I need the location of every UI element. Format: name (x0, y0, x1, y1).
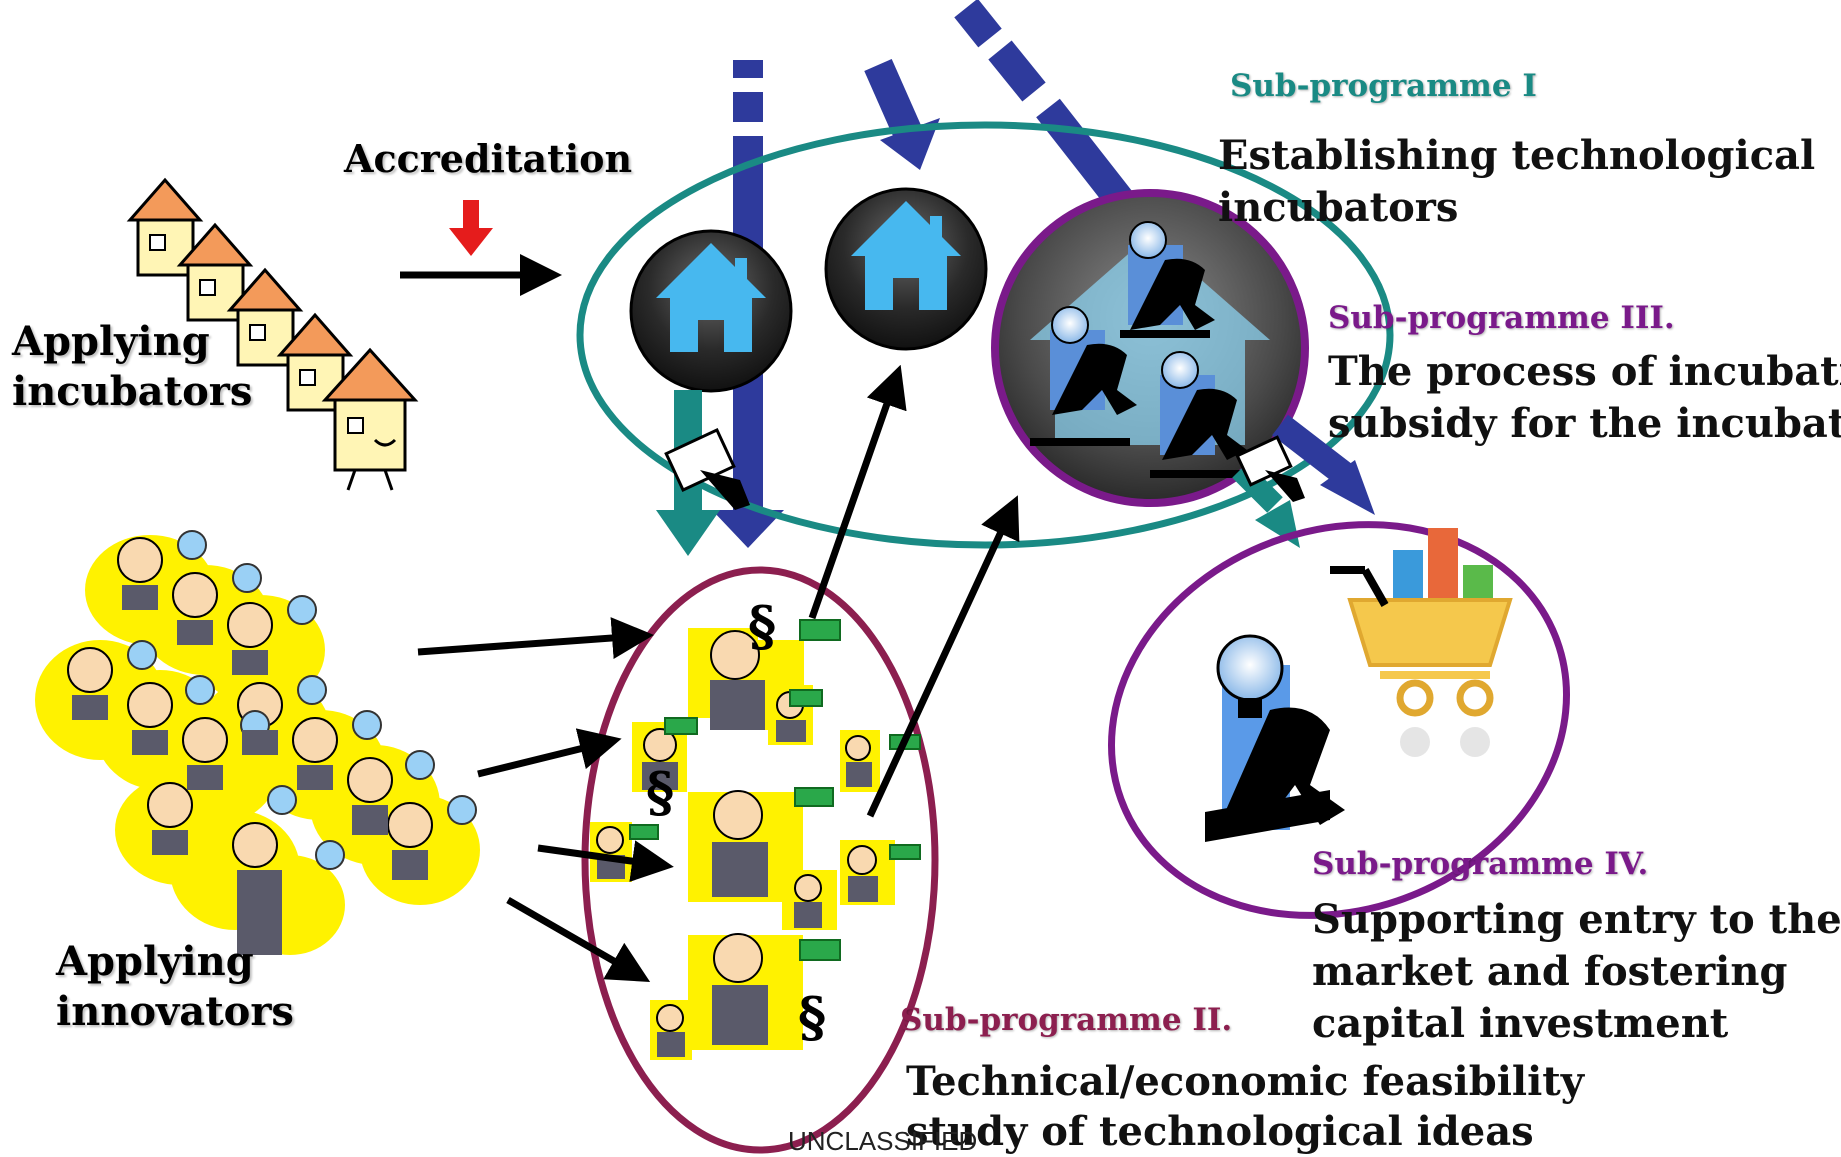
subprogramme-3-text-line2: subsidy for the incubated (1328, 400, 1841, 447)
applying-innovators-label-line2: innovators (56, 988, 294, 1035)
subprogramme-4-text-line1: Supporting entry to the (1312, 896, 1841, 943)
subprogramme-1-title: Sub-programme I (1230, 68, 1537, 104)
incubated-entrepreneur-icon (1030, 306, 1137, 446)
house-row-icon (126, 177, 419, 491)
subprogramme-1-text-line2: incubators (1218, 184, 1459, 231)
subprogramme-4-text-line2: market and fostering (1312, 948, 1788, 995)
subprogramme-4-text-line3: capital investment (1312, 1000, 1729, 1047)
market-entrepreneur-icon (1205, 634, 1345, 842)
accreditation-label: Accreditation (344, 136, 633, 181)
applying-incubators-label-line1: Applying (12, 318, 210, 365)
subprogramme-3-text-line1: The process of incubation, (1328, 348, 1841, 395)
home-button-icon (629, 229, 793, 393)
subprogramme-1-text-line1: Establishing technological (1218, 132, 1816, 179)
innovator-icon (590, 628, 895, 1060)
money-hand-icon (664, 428, 1305, 510)
subprogramme-4-ellipse (1108, 521, 1570, 919)
subprogramme-2-title: Sub-programme II. (900, 1002, 1233, 1038)
subprogramme-2-text-line1: Technical/economic feasibility (906, 1058, 1585, 1105)
classification-label: UNCLASSIFIED (788, 1126, 978, 1156)
incubated-entrepreneur-icon (1120, 221, 1215, 338)
shopping-cart-icon (1330, 528, 1513, 757)
section-mark: § (748, 594, 777, 658)
flying-money-icon (629, 619, 921, 961)
subprogramme-4-title: Sub-programme IV. (1312, 846, 1649, 882)
innovator-flow-arrows (417, 364, 1020, 982)
applying-innovators-label-line1: Applying (56, 938, 254, 985)
innovator-crowd-icon (35, 530, 480, 955)
section-mark: § (798, 985, 827, 1049)
accreditation-arrow (400, 200, 562, 296)
home-button-icon (824, 187, 988, 351)
subprogramme-2-ellipse (581, 566, 939, 1154)
subprogramme-3-title: Sub-programme III. (1328, 300, 1675, 336)
incubated-entrepreneur-icon (1150, 351, 1247, 478)
section-mark: § (646, 760, 675, 824)
applying-incubators-label-line2: incubators (12, 368, 253, 415)
subprogramme-1-ellipse (576, 121, 1394, 549)
subprogramme-2-text-line2: study of technological ideas (906, 1108, 1534, 1155)
